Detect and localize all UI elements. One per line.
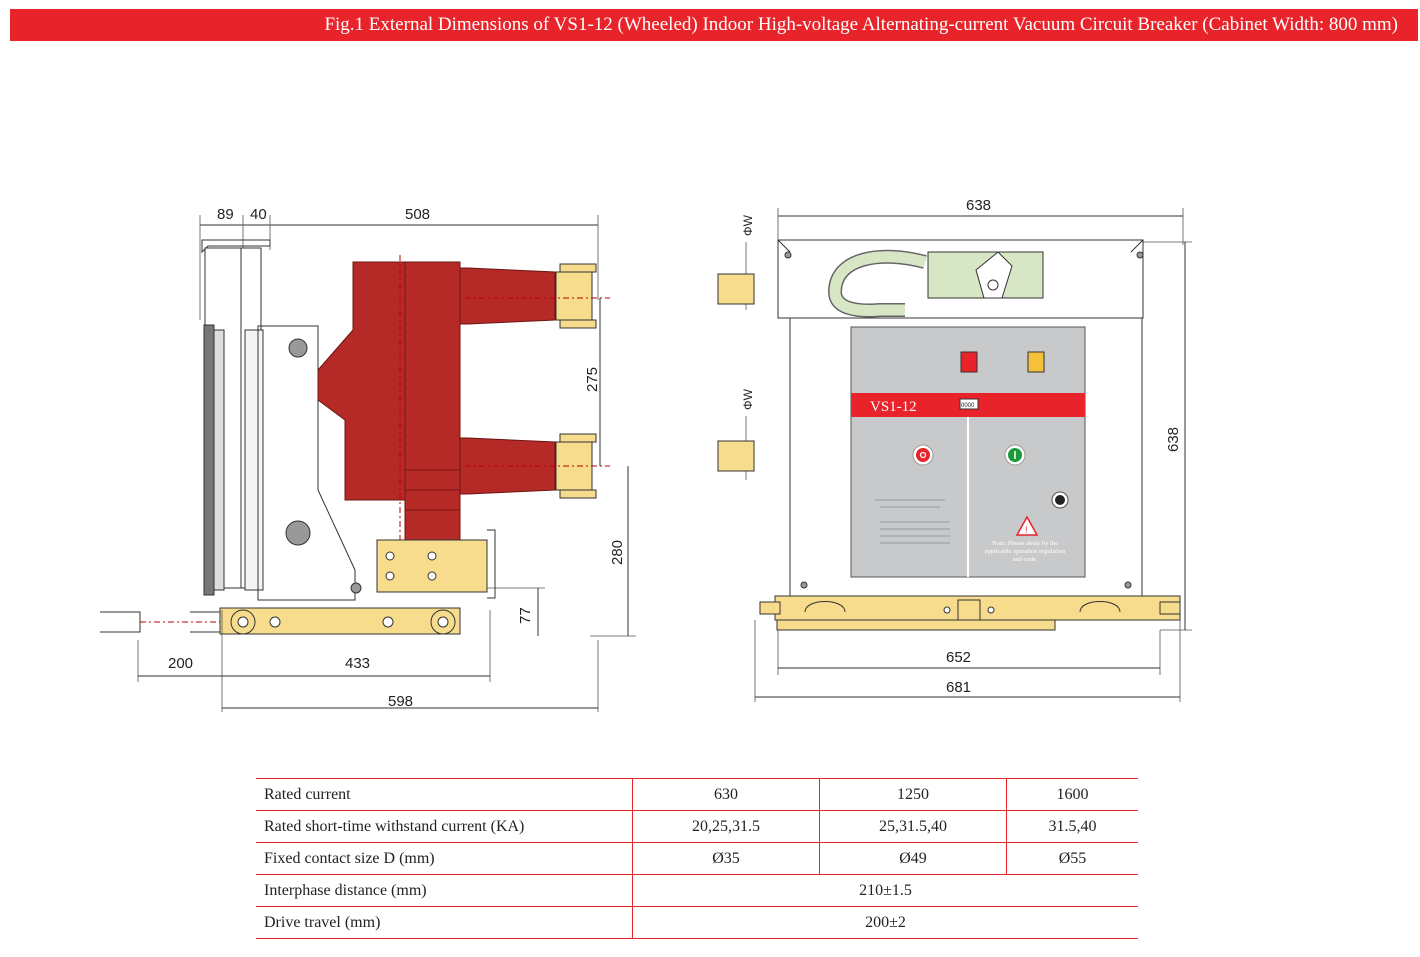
dim-433: 433 — [345, 655, 370, 672]
dim-638-top: 638 — [966, 197, 991, 214]
dim-598: 598 — [388, 693, 413, 710]
cell-value: 630 — [631, 778, 820, 811]
cell-value: Ø49 — [819, 842, 1007, 875]
svg-text:!: ! — [1025, 525, 1028, 535]
side-view: 89 40 508 — [100, 206, 636, 712]
dim-40: 40 — [250, 206, 267, 223]
cell-value: 210±1.5 — [632, 874, 1138, 907]
cell-value: 20,25,31.5 — [631, 810, 820, 843]
panel-note-line3: and code. — [1013, 556, 1038, 563]
cell-value: 200±2 — [632, 906, 1138, 939]
panel-note-line2: applicable operation regulation — [985, 548, 1067, 555]
table-row: Drive travel (mm) 200±2 — [256, 906, 1138, 939]
dim-77: 77 — [517, 607, 534, 624]
dim-89: 89 — [217, 206, 234, 223]
panel-note-line1: Note: Please abide by the — [992, 540, 1058, 547]
dim-652: 652 — [946, 649, 971, 666]
dim-200: 200 — [168, 655, 193, 672]
dim-phiw-2: ΦW — [741, 388, 755, 410]
cell-value: 1250 — [819, 778, 1007, 811]
warning-icon — [1015, 515, 1039, 536]
row-label: Rated current — [256, 778, 633, 811]
dim-508: 508 — [405, 206, 430, 223]
table-row: Interphase distance (mm) 210±1.5 — [256, 874, 1138, 907]
model-label: VS1-12 — [870, 399, 917, 415]
row-label: Drive travel (mm) — [256, 906, 633, 939]
cell-value: 1600 — [1006, 778, 1138, 811]
specification-table: Rated current 630 1250 1600 Rated short-… — [256, 778, 1138, 939]
cell-value: 25,31.5,40 — [819, 810, 1007, 843]
front-view: 638 638 ΦW ΦW VS1-12 — [717, 197, 1192, 702]
cell-value: Ø35 — [631, 842, 820, 875]
cell-value: 31.5,40 — [1006, 810, 1138, 843]
table-row: Fixed contact size D (mm) Ø35 Ø49 Ø55 — [256, 842, 1138, 875]
cell-value: Ø55 — [1006, 842, 1138, 875]
row-label: Interphase distance (mm) — [256, 874, 633, 907]
dim-phiw-1: ΦW — [741, 214, 755, 236]
open-button-icon[interactable] — [916, 448, 930, 462]
table-row: Rated short-time withstand current (KA) … — [256, 810, 1138, 843]
row-label: Fixed contact size D (mm) — [256, 842, 633, 875]
dim-280: 280 — [609, 540, 626, 565]
handcrank-socket-icon[interactable] — [1055, 495, 1065, 505]
dim-638-side: 638 — [1165, 427, 1182, 452]
table-row: Rated current 630 1250 1600 — [256, 778, 1138, 811]
counter-value: 0000 — [961, 403, 975, 409]
row-label: Rated short-time withstand current (KA) — [256, 810, 633, 843]
figure-title-banner: Fig.1 External Dimensions of VS1-12 (Whe… — [10, 9, 1418, 41]
dim-681: 681 — [946, 679, 971, 696]
dim-275: 275 — [584, 367, 601, 392]
